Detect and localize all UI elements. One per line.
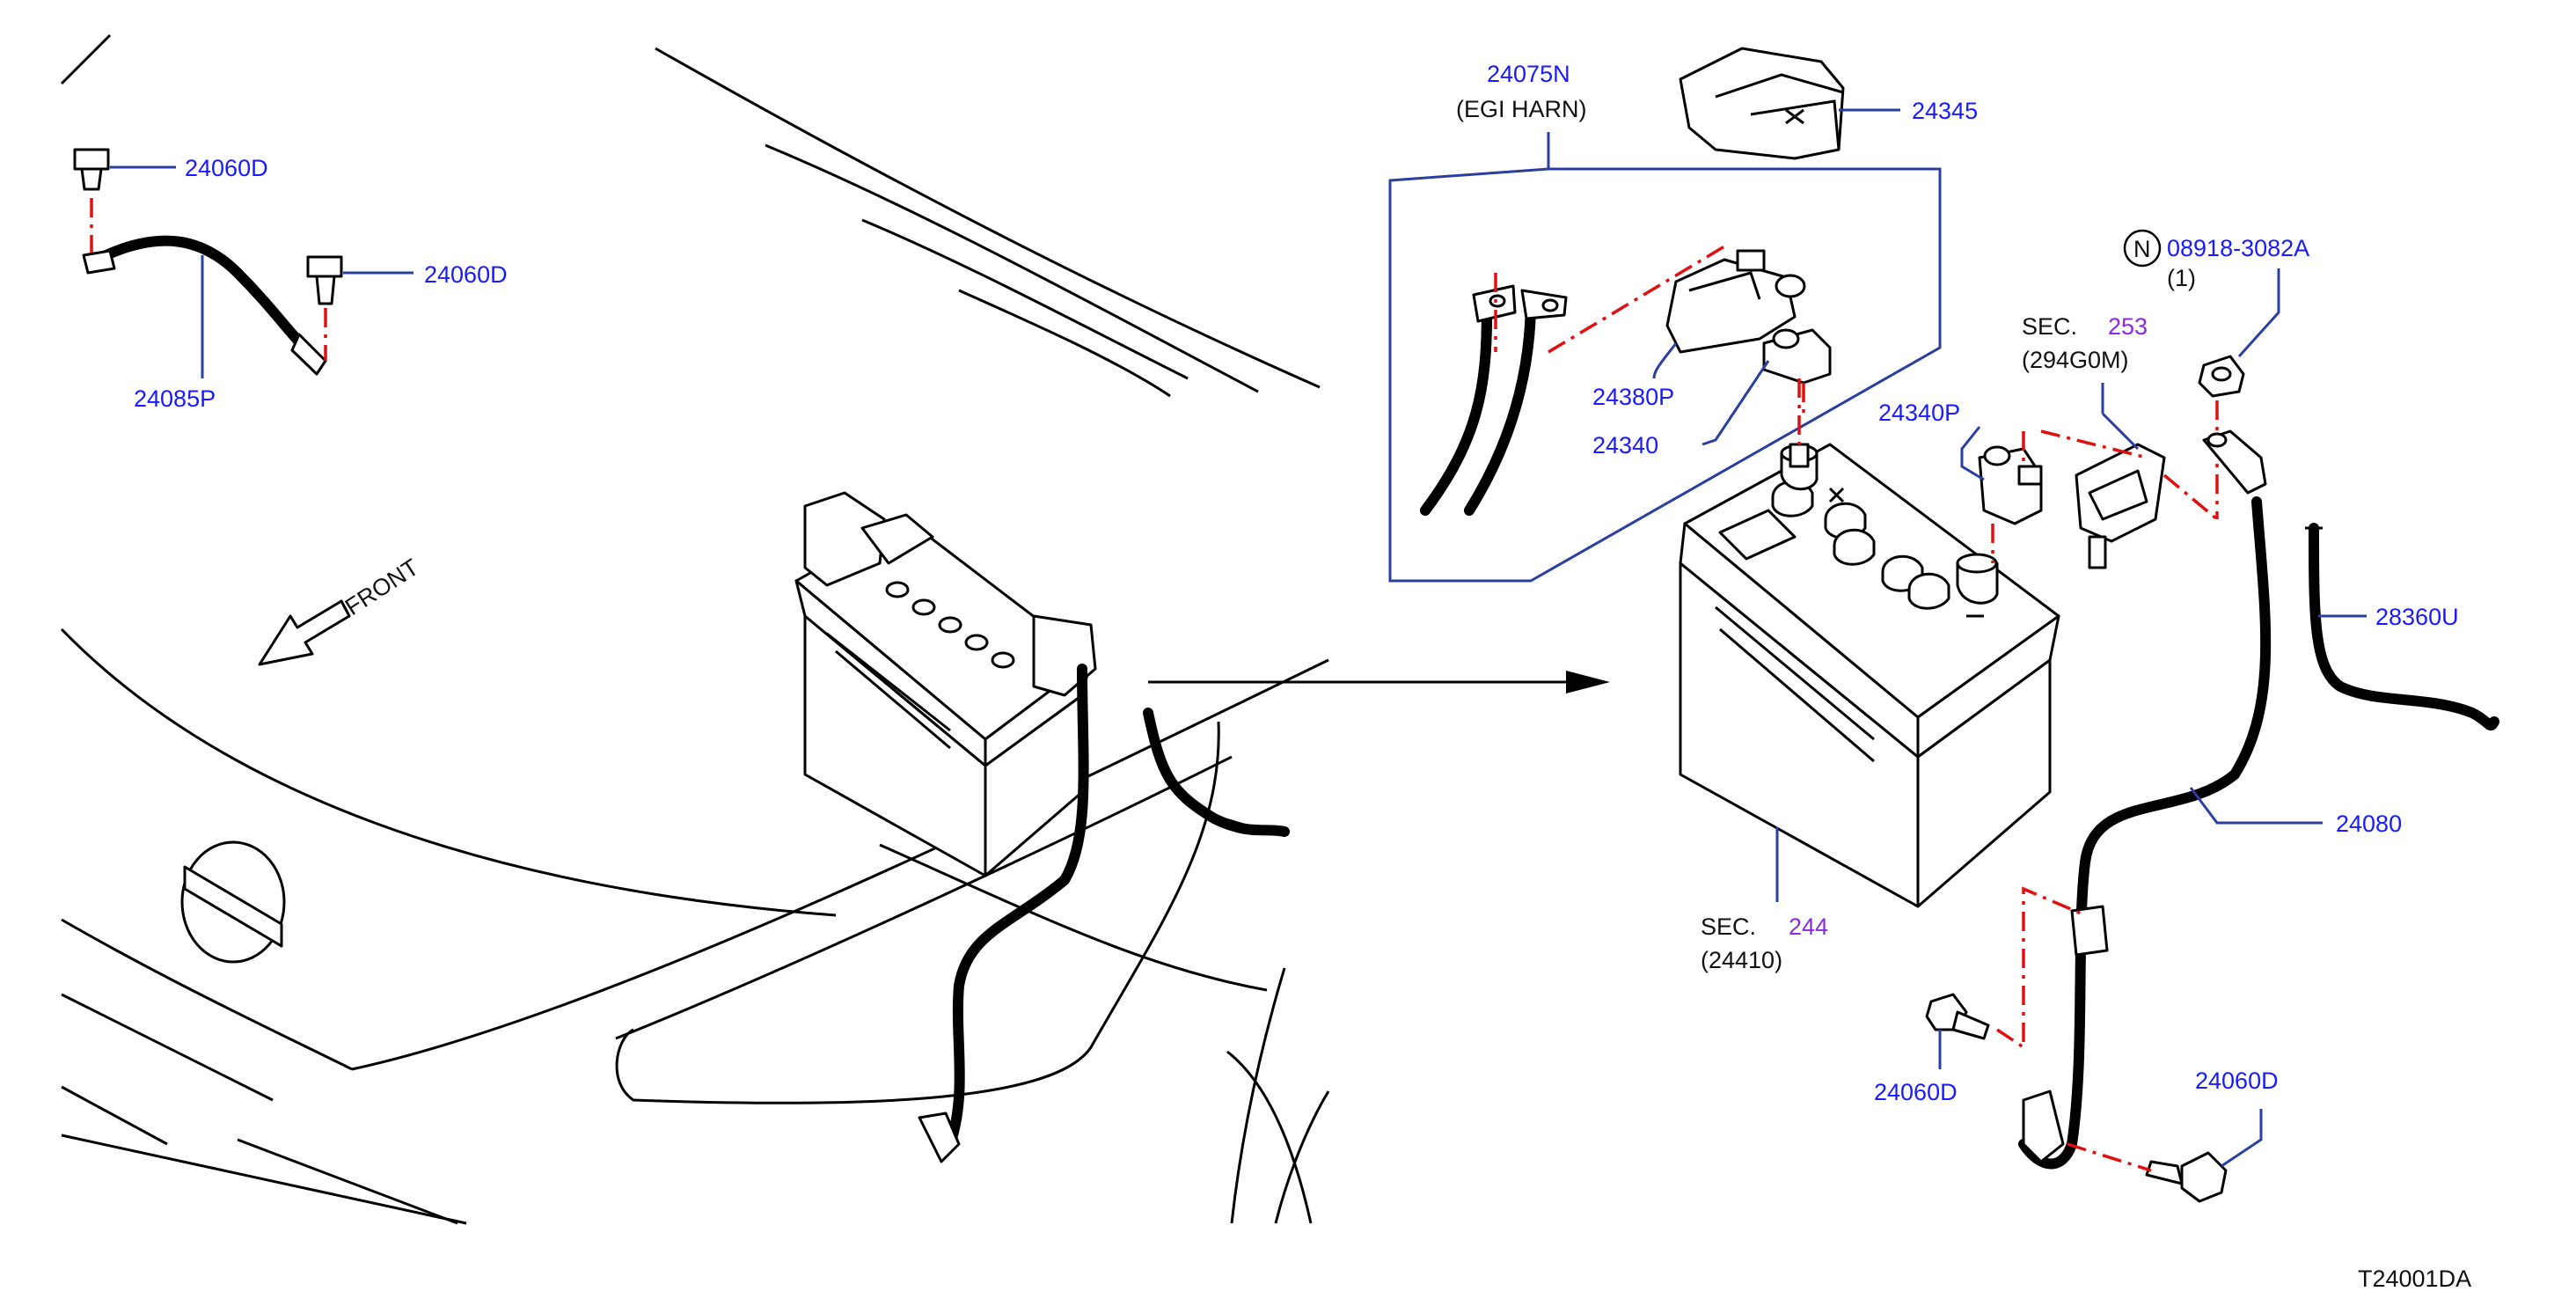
label-08918-3082a: 08918-3082A [2167, 235, 2309, 261]
label-28360u: 28360U [2375, 604, 2459, 630]
label-sec: SEC. [2022, 313, 2077, 340]
battery-cable-24080 [2018, 429, 2272, 1170]
detail-inset-frame [1388, 167, 1942, 583]
label-egi-harn: (EGI HARN) [1456, 96, 1587, 122]
label-24060d: 24060D [185, 155, 268, 181]
nut-icon [2198, 355, 2245, 398]
label-24340: 24340 [1592, 432, 1658, 459]
label-24060d: 24060D [424, 261, 508, 288]
battery-in-vehicle [794, 491, 1290, 1163]
battery-main [1679, 443, 2060, 908]
front-label: FRONT [340, 554, 423, 620]
label-sec-244: 244 [1789, 913, 1828, 940]
label-24075n: 24075N [1487, 61, 1570, 87]
label-24410: (24410) [1701, 947, 1782, 973]
fusible-link-24380p [1665, 249, 1806, 354]
emblem-icon [180, 840, 286, 964]
diagram-code: T24001DA [2358, 1266, 2471, 1292]
bolt-icon [1925, 993, 1990, 1040]
label-24080: 24080 [2336, 811, 2402, 837]
harness-cables [1420, 284, 1568, 516]
label-sec: SEC. [1701, 913, 1756, 940]
label-sec-253: 253 [2108, 313, 2148, 340]
front-arrow-icon [258, 599, 351, 666]
direction-arrow-icon [1148, 671, 1610, 693]
label-24085p: 24085P [134, 385, 216, 412]
label-24380p: 24380P [1592, 384, 1674, 410]
bolt-icon [73, 148, 110, 191]
label-24340p: 24340P [1878, 400, 1960, 426]
label-24345: 24345 [1912, 98, 1978, 124]
bolt-icon [306, 255, 343, 305]
battery-sensor-module [2075, 443, 2166, 569]
nut-symbol-label: N [2133, 236, 2151, 262]
label-294g0m: (294G0M) [2022, 347, 2129, 373]
terminal-24340 [1762, 328, 1832, 385]
ground-cable-24085p [73, 148, 343, 376]
vehicle-body-outline [60, 33, 1330, 1225]
nut-symbol-icon [2123, 229, 2162, 268]
label-24060d: 24060D [2195, 1068, 2279, 1094]
terminal-24340p [1978, 445, 2043, 525]
bolt-icon [2145, 1151, 2228, 1203]
label-24060d: 24060D [1874, 1079, 1958, 1105]
ground-cable-28360u [2305, 523, 2499, 731]
terminal-cover-24345 [1679, 47, 1845, 160]
label-quantity: (1) [2167, 265, 2196, 291]
